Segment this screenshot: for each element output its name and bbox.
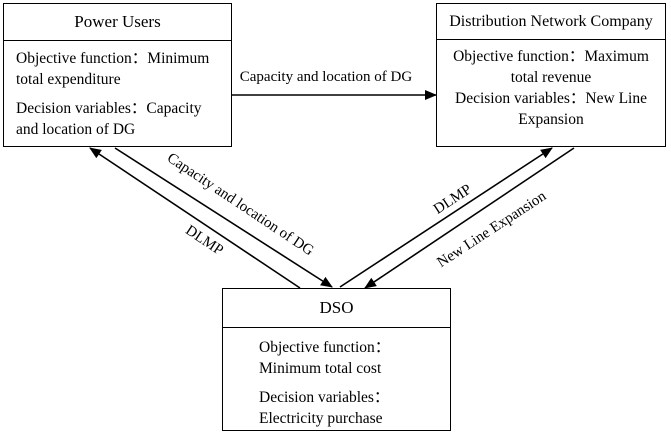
arrow-dso-to-users [89,147,301,289]
power-users-objective: Objective function：Minimum total expendi… [16,50,210,88]
dso-title: DSO [223,289,450,328]
arrow-dso-to-company [339,147,553,288]
distribution-company-objective: Objective function：Maximum total revenue [453,48,649,86]
distribution-company-decision: Decision variables：New Line Expansion [455,90,647,128]
label-users-to-dso: Capacity and location of DG [164,150,316,259]
power-users-box: Power Users Objective function：Minimum t… [3,3,232,147]
dso-objective: Objective function：Minimum total cost [259,339,391,377]
arrow-users-to-dso [114,147,333,288]
distribution-company-box: Distribution Network Company Objective f… [436,3,666,147]
power-users-decision: Decision variables：Capacity and location… [16,100,202,138]
dso-decision: Decision variables：Electricity purchase [259,389,390,427]
label-dso-to-users: DLMP [182,222,226,258]
label-users-to-company: Capacity and location of DG [240,69,413,85]
distribution-company-title: Distribution Network Company [437,4,665,40]
dso-box: DSO Objective function：Minimum total cos… [222,288,451,431]
arrow-company-to-dso [364,147,575,289]
power-users-title: Power Users [4,4,231,41]
